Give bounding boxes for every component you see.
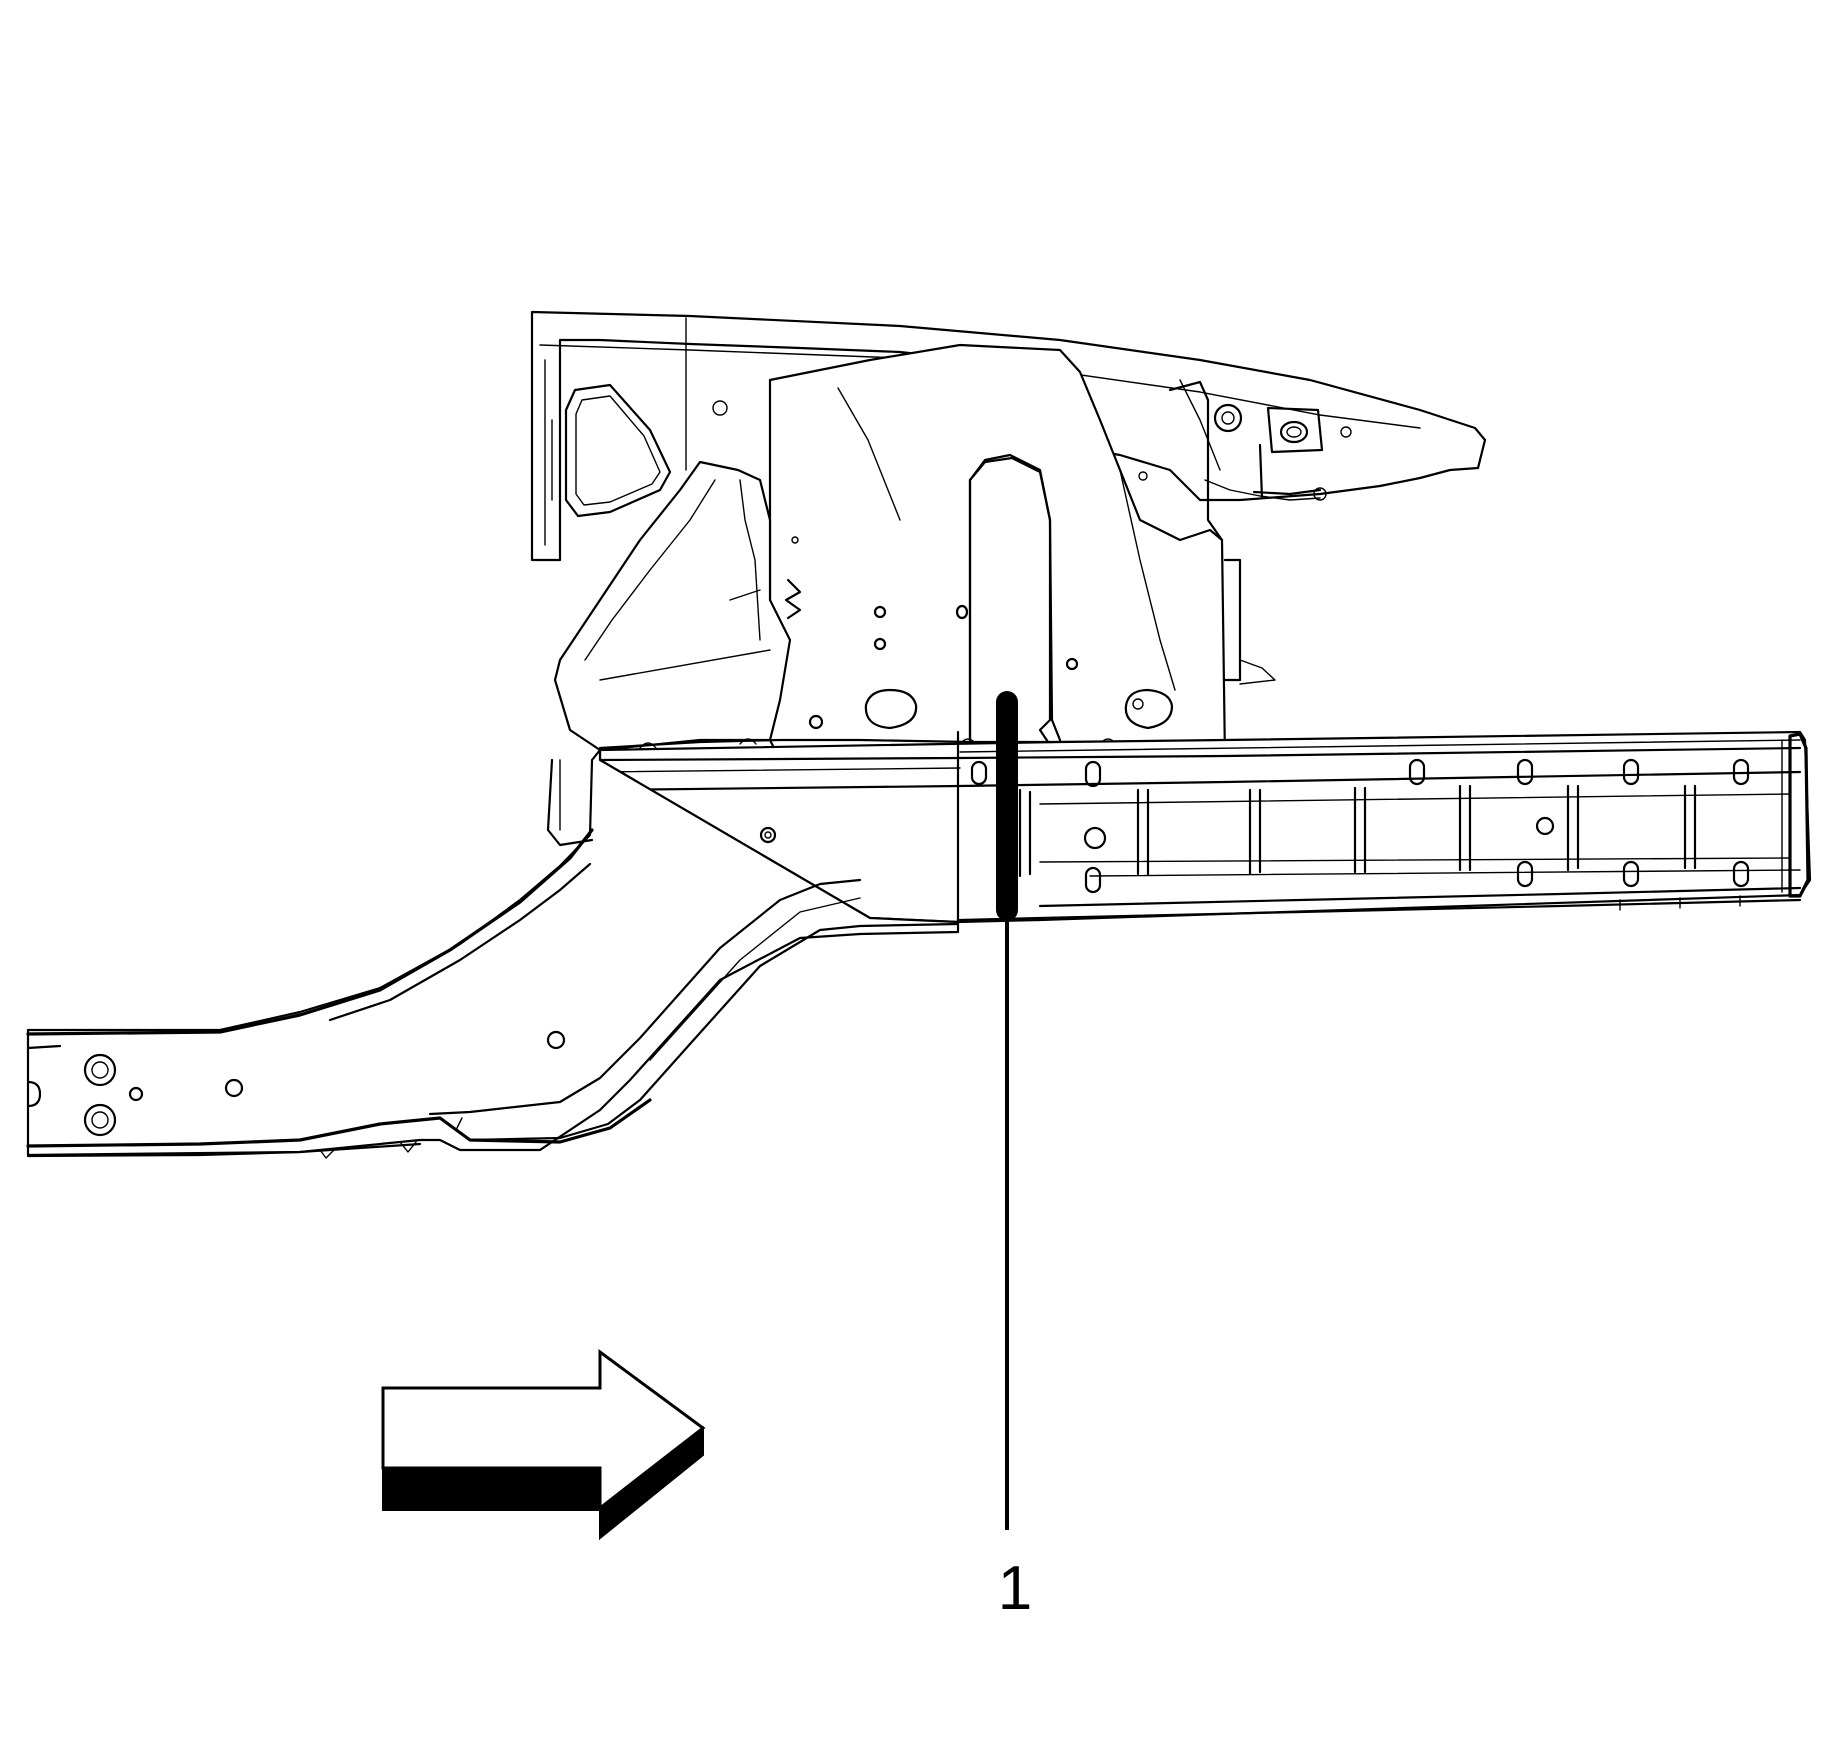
frame-rail-right-section xyxy=(598,730,1812,924)
forward-arrow-icon xyxy=(381,1349,706,1541)
callout-label-1: 1 xyxy=(997,1554,1033,1623)
upper-tower-assembly xyxy=(530,310,1487,762)
frame-rail-left-section xyxy=(26,748,960,1159)
